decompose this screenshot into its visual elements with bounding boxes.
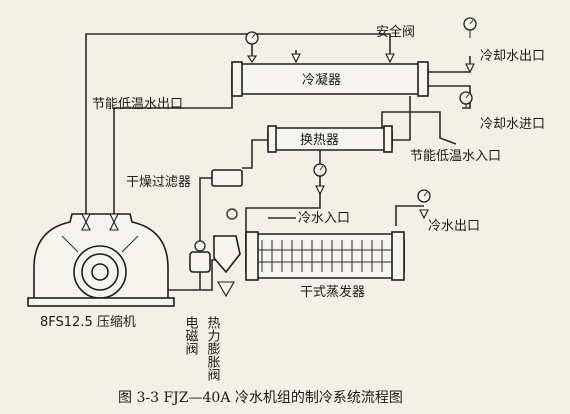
valve-icon: [246, 55, 258, 63]
cooling-water-outlet-label: 冷却水出口: [480, 49, 545, 64]
heat-exchanger: 换热器: [267, 125, 393, 153]
chilled-water-outlet-label: 冷水出口: [428, 219, 480, 234]
valve-icon: [419, 209, 429, 220]
dry-filter: 干燥过滤器: [126, 169, 243, 190]
cooling-out-pipe: [428, 56, 471, 73]
valve-icon: [81, 213, 91, 231]
pressure-gauges: [226, 17, 477, 220]
discharge-pipe: [85, 33, 391, 262]
gauge-icon: [459, 91, 473, 108]
condenser-to-hx: [392, 96, 411, 141]
valve-icon: [109, 213, 119, 231]
energy-saving-outlet-label: 节能低温水出口: [92, 97, 183, 112]
hx-to-filter: [242, 139, 268, 169]
valve-icon: [291, 53, 301, 64]
gauge-icon: [463, 17, 477, 38]
condenser: 冷凝器: [231, 61, 429, 97]
valve-icon: [385, 53, 395, 64]
hx-to-evap: [245, 148, 321, 230]
solenoid-label: 电磁阀: [183, 316, 199, 355]
hand-valves: [81, 53, 475, 231]
energy-saving-inlet-label: 节能低温水入口: [410, 149, 501, 164]
gauge-icon: [313, 163, 327, 177]
chilled-water-inlet-label: 冷水入口: [298, 211, 350, 226]
valve-icon: [315, 185, 325, 196]
cooling-water-inlet-label: 冷却水进口: [480, 117, 545, 132]
chilled-out-pipe: [395, 205, 424, 226]
gauge-icon: [226, 208, 238, 220]
safety-valve-label: 安全阀: [376, 24, 415, 40]
compressor-label: 8FS12.5 压缩机: [40, 314, 136, 330]
evaporator-label: 干式蒸发器: [300, 284, 365, 300]
filter-down: [199, 177, 212, 230]
dry-evaporator: 干式蒸发器: [245, 231, 405, 300]
gauge-icon: [417, 189, 431, 203]
gauge-icon: [245, 31, 259, 50]
solenoid-valve: 电磁阀: [183, 240, 211, 355]
valve-icon: [465, 63, 475, 74]
dry-filter-label: 干燥过滤器: [126, 175, 191, 190]
heat-exchanger-label: 换热器: [300, 133, 339, 148]
energy-inlet-pipe: [381, 111, 457, 145]
compressor-pipe-2: [113, 92, 233, 262]
expansion-label: 热力膨胀阀: [205, 316, 221, 381]
figure-caption: 图 3-3 FJZ—40A 冷水机组的制冷系统流程图: [118, 390, 403, 406]
condenser-label: 冷凝器: [302, 72, 341, 88]
compressor: 8FS12.5 压缩机: [27, 213, 175, 330]
expansion-valve: 热力膨胀阀: [205, 235, 241, 381]
